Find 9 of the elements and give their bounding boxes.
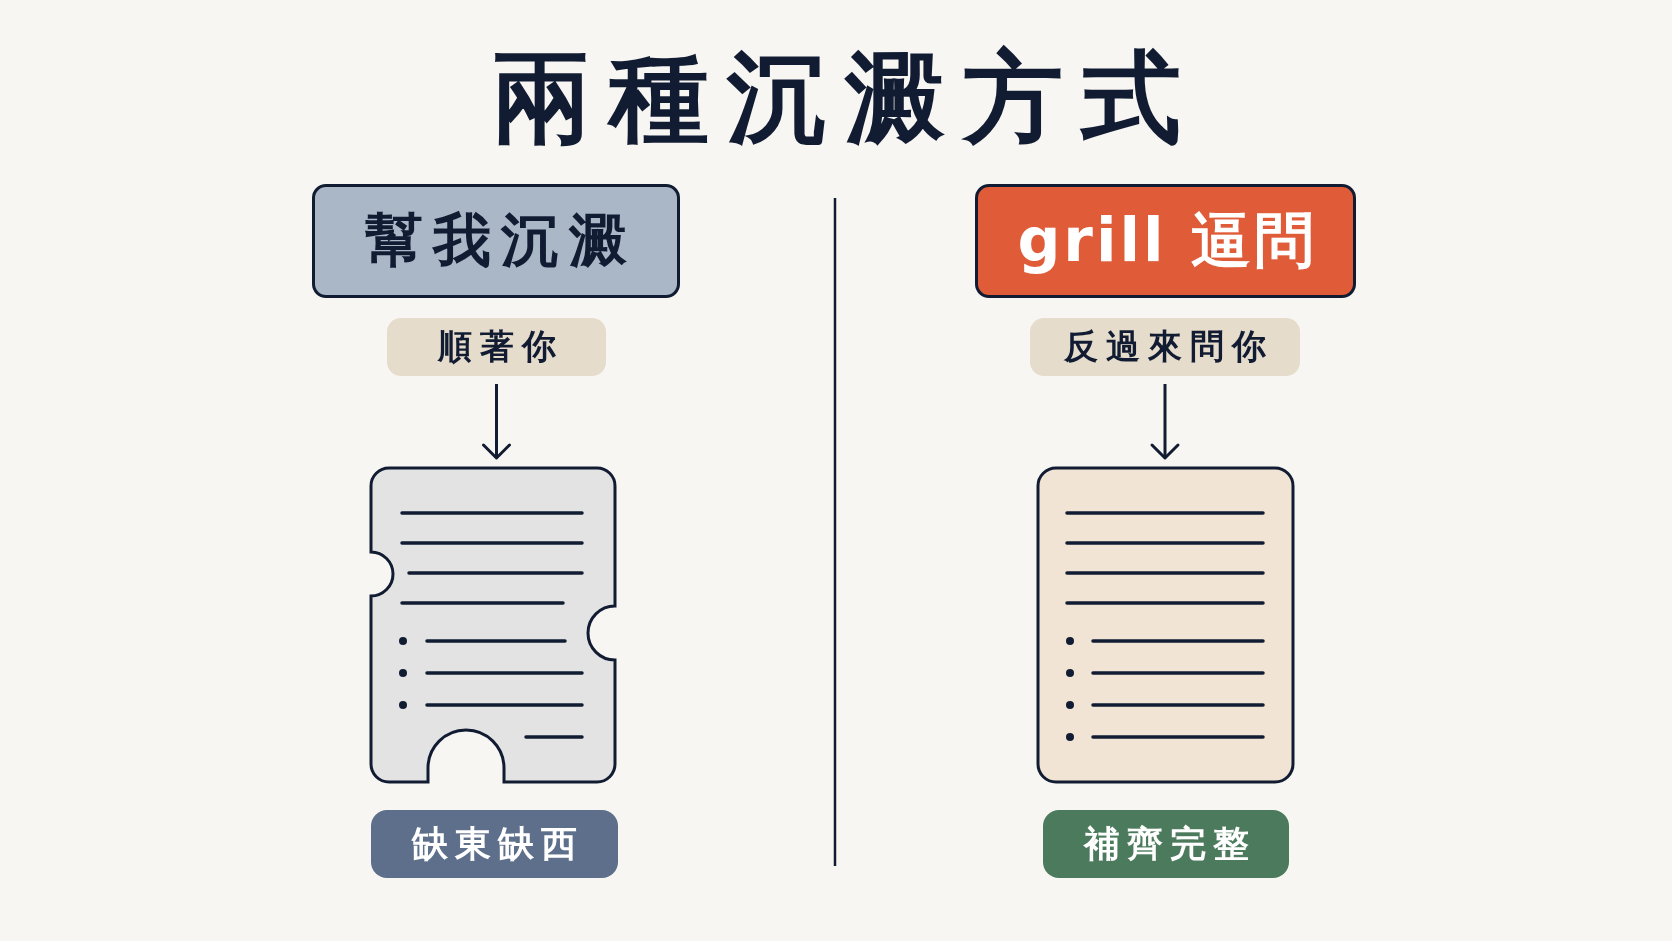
title: 兩種沉澱方式	[490, 38, 1199, 158]
result-badge: 補齊完整	[1043, 810, 1289, 878]
result-badge: 缺東缺西	[371, 810, 618, 878]
arrow	[1150, 384, 1180, 460]
arrow	[482, 384, 511, 460]
header-box: grill 逼問	[975, 184, 1356, 298]
header-box: 幫我沉澱	[312, 184, 680, 298]
tag-pill: 反過來問你	[1030, 318, 1300, 376]
tag-pill: 順著你	[387, 318, 606, 376]
